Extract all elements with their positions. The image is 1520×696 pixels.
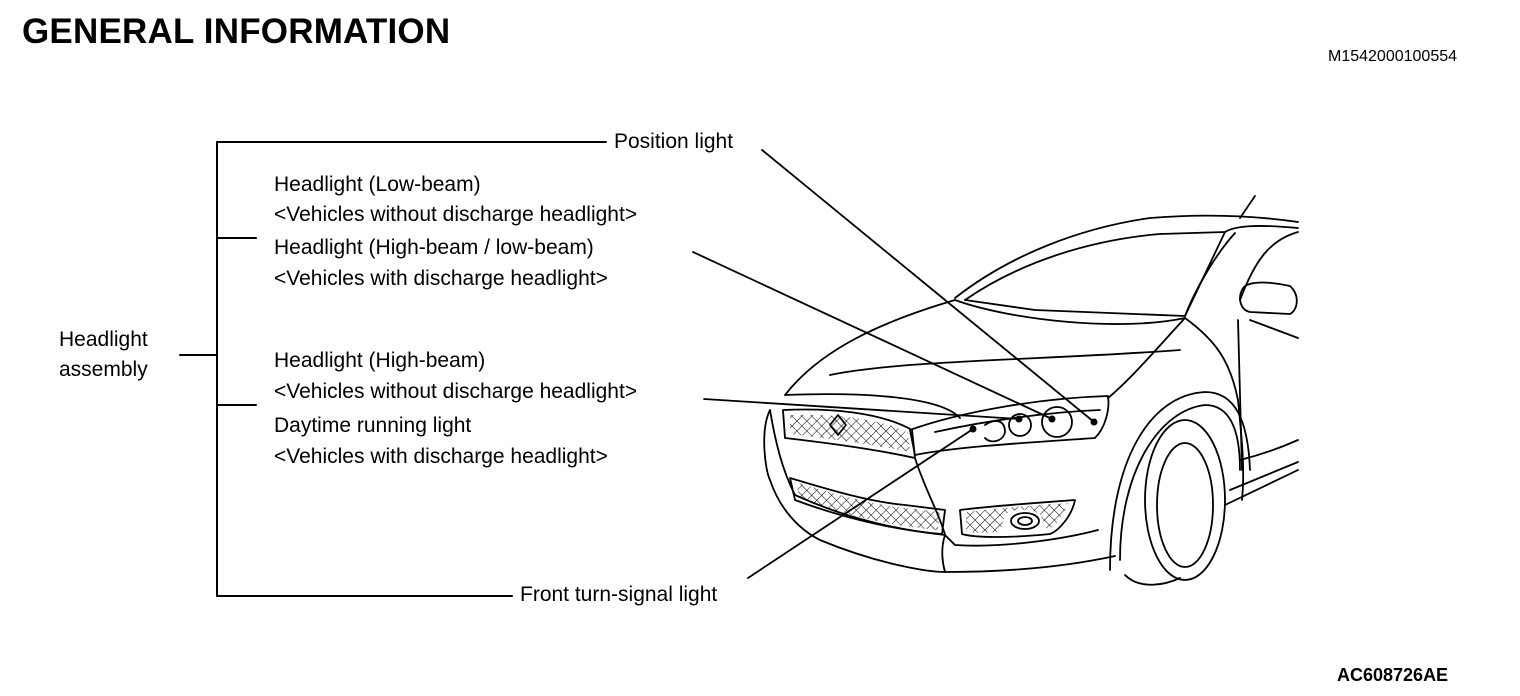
assembly-bracket xyxy=(179,141,607,597)
vehicles-with-discharge-label-2: <Vehicles with discharge headlight> xyxy=(274,445,608,468)
headlight-assembly-label-line1: Headlight xyxy=(59,328,148,351)
vehicles-without-discharge-label-2: <Vehicles without discharge headlight> xyxy=(274,380,638,403)
figure-code: AC608726AE xyxy=(1337,665,1449,685)
position-light-label: Position light xyxy=(614,130,734,153)
page-title: GENERAL INFORMATION xyxy=(22,12,451,51)
document-code: M1542000100554 xyxy=(1328,48,1458,65)
headlight-high-low-beam-label: Headlight (High-beam / low-beam) xyxy=(274,236,594,259)
headlight-high-beam-label: Headlight (High-beam) xyxy=(274,349,486,372)
headlight-assembly-label-line2: assembly xyxy=(59,358,148,381)
leader-dots xyxy=(969,415,1098,433)
front-turn-signal-label: Front turn-signal light xyxy=(520,583,718,606)
vehicles-with-discharge-label: <Vehicles with discharge headlight> xyxy=(274,267,608,290)
headlight-low-beam-label: Headlight (Low-beam) xyxy=(274,173,481,196)
car-illustration xyxy=(763,195,1299,586)
daytime-running-light-label: Daytime running light xyxy=(274,414,472,437)
vehicles-without-discharge-label: <Vehicles without discharge headlight> xyxy=(274,203,638,226)
